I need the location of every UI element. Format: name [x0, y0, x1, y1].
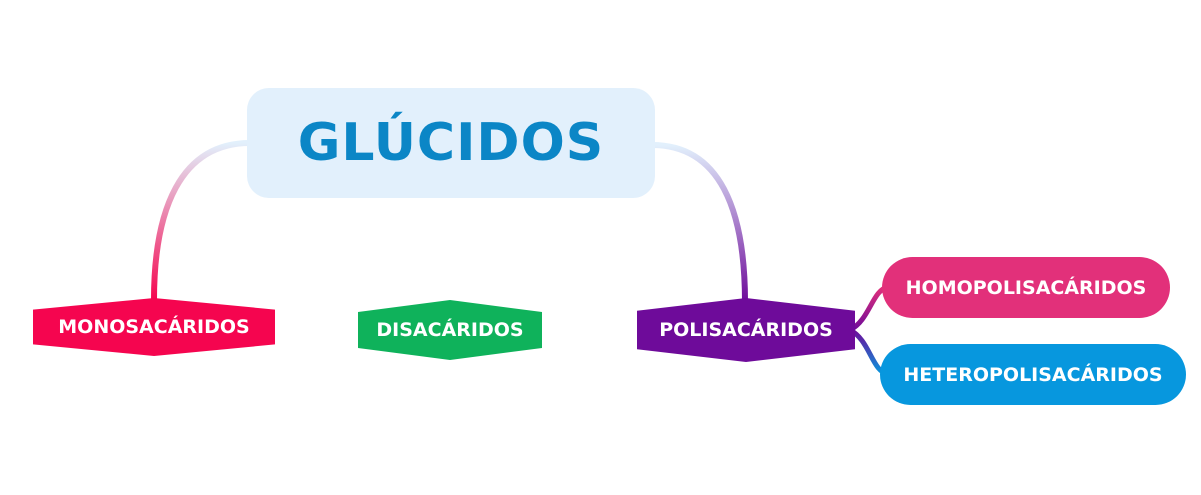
link-polisacaridos	[651, 142, 748, 303]
node-label: HETEROPOLISACÁRIDOS	[903, 363, 1163, 386]
root-node-label: GLÚCIDOS	[297, 113, 605, 173]
node-homopolisacaridos[interactable]: HOMOPOLISACÁRIDOS	[882, 257, 1170, 318]
node-label: DISACÁRIDOS	[376, 319, 524, 341]
node-heteropolisacaridos[interactable]: HETEROPOLISACÁRIDOS	[880, 344, 1186, 405]
node-monosacaridos[interactable]: MONOSACÁRIDOS	[33, 298, 275, 356]
node-polisacaridos[interactable]: POLISACÁRIDOS	[637, 298, 855, 362]
node-label: POLISACÁRIDOS	[659, 319, 833, 341]
root-node-glucidos[interactable]: GLÚCIDOS	[247, 88, 655, 198]
node-label: HOMOPOLISACÁRIDOS	[905, 276, 1147, 299]
node-disacaridos[interactable]: DISACÁRIDOS	[358, 300, 542, 360]
node-label: MONOSACÁRIDOS	[58, 316, 250, 338]
link-monosacaridos	[151, 140, 251, 301]
